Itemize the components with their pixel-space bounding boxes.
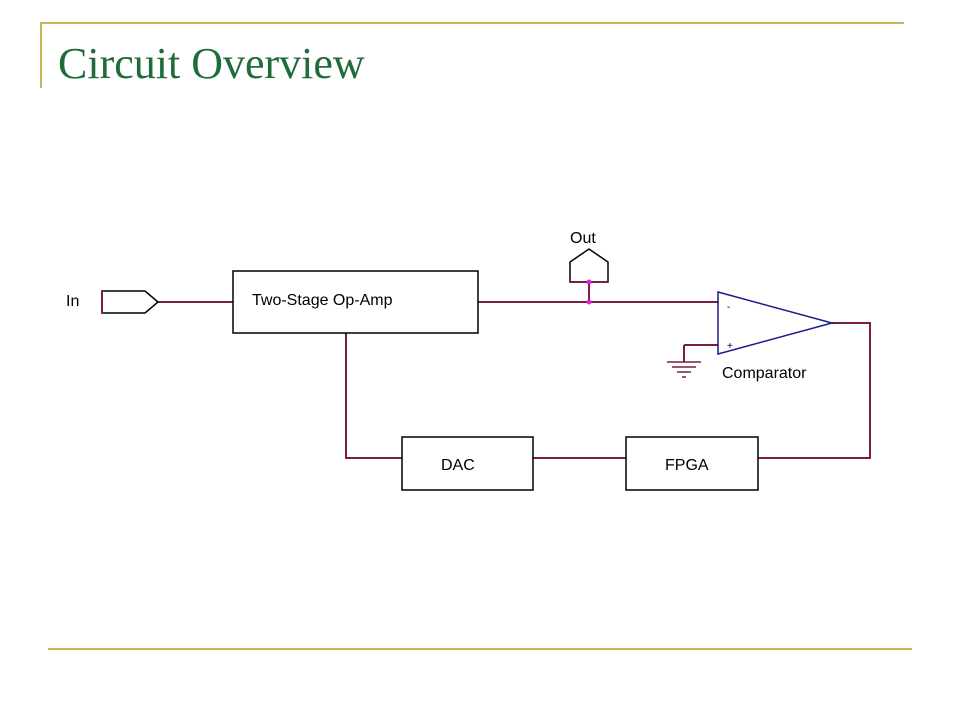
top-rule <box>40 22 904 24</box>
wires <box>158 282 871 459</box>
fpga-block-label: FPGA <box>665 457 709 474</box>
input-port-label: In <box>66 293 79 310</box>
dac-block-label: DAC <box>441 457 475 474</box>
fpga-block-rect <box>625 436 759 491</box>
junction-dot-top <box>586 279 592 285</box>
fpga-block: FPGA <box>625 436 759 491</box>
bottom-rule <box>48 648 912 650</box>
opamp-block-label: Two-Stage Op-Amp <box>252 292 393 309</box>
wire-comparator-to-fpga <box>758 322 871 459</box>
comparator: - + Comparator <box>717 291 835 382</box>
dac-block: DAC <box>401 436 534 491</box>
slide-title: Circuit Overview <box>58 39 365 88</box>
junction-dot-bottom <box>586 299 592 305</box>
dac-block-rect <box>401 436 534 491</box>
comparator-label: Comparator <box>722 365 807 382</box>
side-rule <box>40 22 42 88</box>
comparator-triangle <box>717 291 835 355</box>
ground-icon <box>667 361 701 378</box>
wire-dac-to-opamp <box>345 333 402 459</box>
output-port: Out <box>569 230 609 283</box>
comparator-plus: + <box>727 341 733 352</box>
opamp-block: Two-Stage Op-Amp <box>232 270 479 334</box>
output-port-label: Out <box>570 230 596 247</box>
opamp-block-rect <box>232 270 479 334</box>
input-port-shape <box>101 290 160 314</box>
comparator-minus: - <box>727 302 730 313</box>
output-port-shape <box>569 248 609 283</box>
input-port: In <box>66 290 160 314</box>
